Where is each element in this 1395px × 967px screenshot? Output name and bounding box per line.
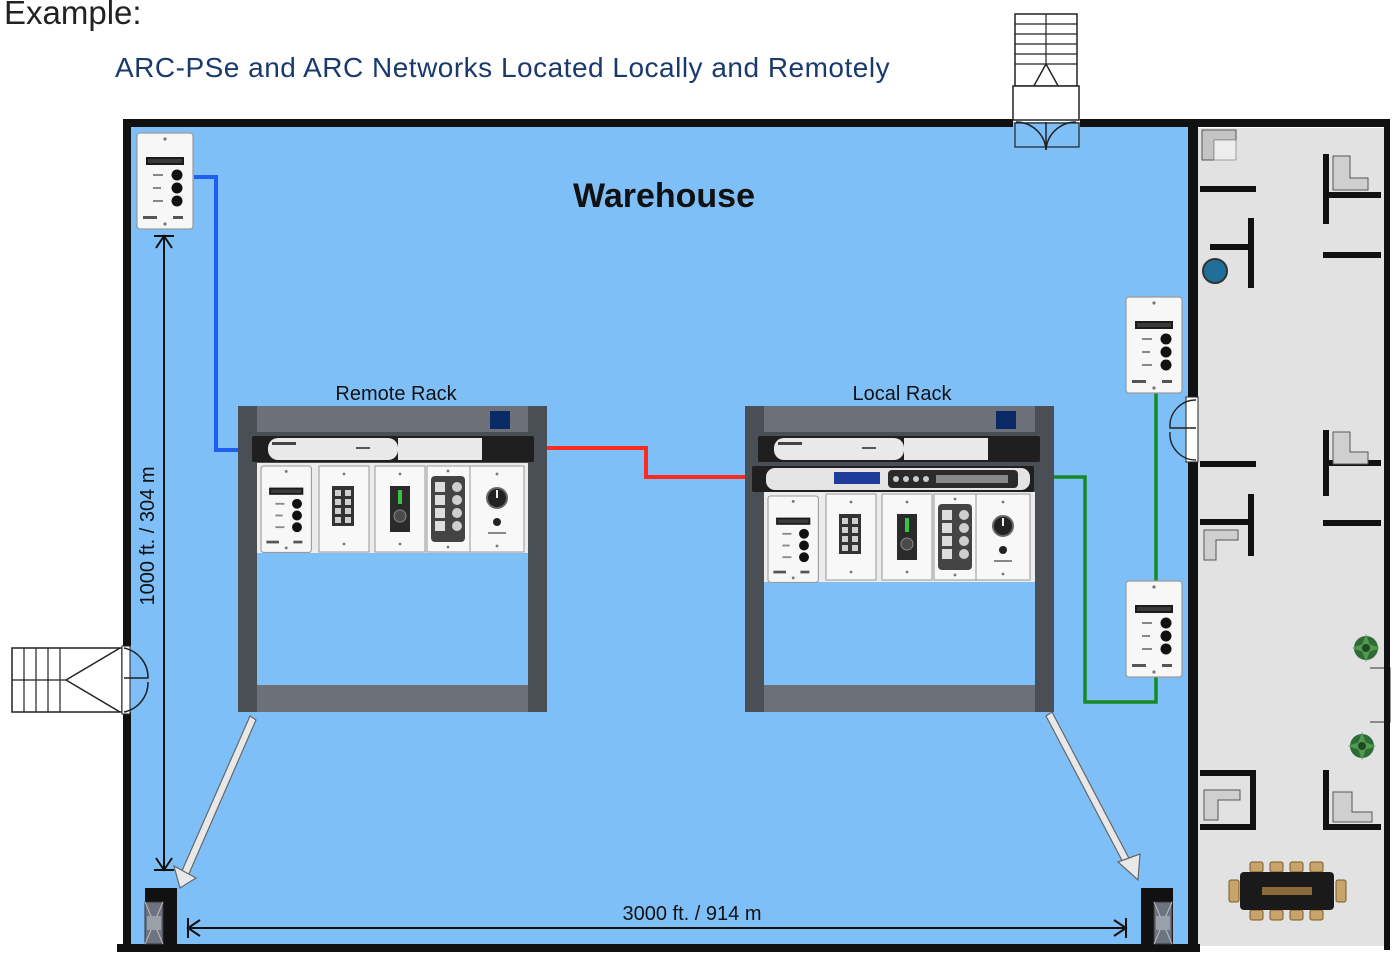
- remote-rack-label: Remote Rack: [335, 383, 457, 405]
- local-rack-arrow: [1045, 711, 1141, 882]
- remote-arc-pse-unit: [252, 436, 534, 462]
- conference-table: [1228, 861, 1347, 921]
- width-dimension-line: [186, 918, 1128, 938]
- warehouse-walls: [117, 119, 1390, 952]
- office-door: [1169, 396, 1199, 463]
- remote-rack-arrow: [173, 715, 257, 889]
- red-cable: [542, 446, 752, 479]
- blue-cable: [194, 175, 248, 452]
- local-knob-panel: [975, 493, 1031, 581]
- remote-rack: Remote Rack: [238, 383, 547, 712]
- remote-knob-panel: [469, 465, 525, 553]
- example-heading: Example:: [4, 0, 142, 31]
- height-dimension-label: 1000 ft. / 304 m: [137, 467, 159, 606]
- wall-panel-right-lower: [1125, 580, 1183, 678]
- wall-panel-top-left: [136, 132, 194, 230]
- diagram-subtitle: ARC-PSe and ARC Networks Located Locally…: [115, 52, 891, 83]
- local-rack-label: Local Rack: [853, 383, 953, 405]
- remote-fader-panel: [374, 465, 426, 553]
- local-processor-unit: [752, 466, 1034, 492]
- warehouse-label: Warehouse: [573, 177, 755, 215]
- height-dimension-line: [154, 234, 174, 872]
- local-arc-pse-unit: [758, 436, 1040, 462]
- pillar-left: [144, 901, 164, 945]
- office-area: [1198, 120, 1391, 950]
- top-stairs: [1012, 13, 1080, 151]
- wall-panel-right-upper: [1125, 296, 1183, 394]
- width-dimension-label: 3000 ft. / 914 m: [623, 903, 762, 925]
- left-stairs: [11, 645, 149, 715]
- remote-meter-panel: [318, 465, 370, 553]
- green-cable: [1032, 475, 1158, 704]
- local-rack: Local Rack: [745, 383, 1054, 712]
- local-meter-panel: [825, 493, 877, 581]
- pillar-right: [1153, 901, 1173, 945]
- local-fader-panel: [881, 493, 933, 581]
